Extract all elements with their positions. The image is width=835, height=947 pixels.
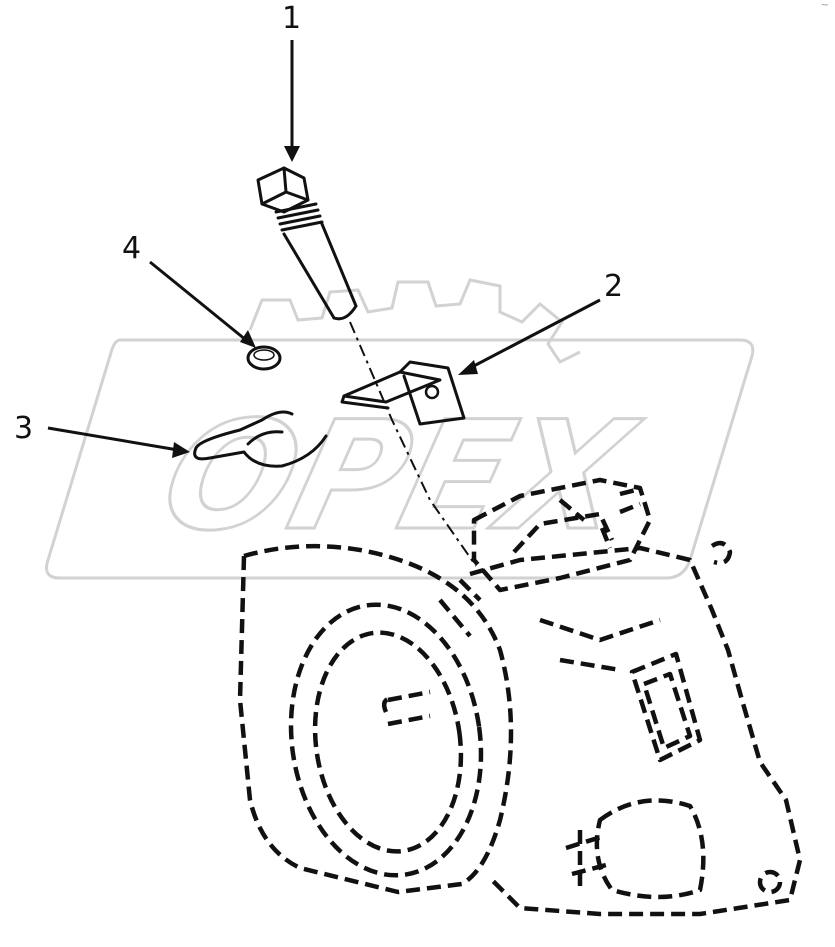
bolt-thread bbox=[274, 202, 324, 232]
assembly-centerline bbox=[349, 321, 477, 567]
arrowhead-1 bbox=[284, 146, 300, 162]
leader-2 bbox=[469, 298, 601, 370]
part-1-bolt bbox=[256, 166, 358, 321]
arrowhead-4 bbox=[240, 330, 256, 348]
leader-3 bbox=[47, 426, 179, 452]
watermark-gear bbox=[248, 278, 581, 364]
callout-2: 2 bbox=[604, 269, 623, 304]
housing-outline bbox=[237, 477, 803, 917]
watermark-text: OPEX bbox=[147, 389, 652, 563]
callout-3: 3 bbox=[14, 411, 33, 446]
arrowhead-2 bbox=[458, 360, 478, 375]
callout-leaders bbox=[47, 40, 601, 458]
leader-4 bbox=[149, 260, 247, 342]
watermark-badge bbox=[45, 338, 755, 580]
bolt-hex-head bbox=[256, 166, 310, 214]
callout-1: 1 bbox=[282, 1, 301, 36]
opex-watermark: OPEX bbox=[45, 278, 755, 580]
corner-mark: ~ bbox=[820, 0, 829, 11]
callout-4: 4 bbox=[122, 231, 141, 266]
part-2-bracket bbox=[340, 360, 466, 426]
arrowhead-3 bbox=[172, 442, 190, 458]
part-3-clip bbox=[193, 410, 328, 468]
part-4-washer bbox=[246, 345, 282, 371]
bolt-shank bbox=[282, 222, 358, 321]
